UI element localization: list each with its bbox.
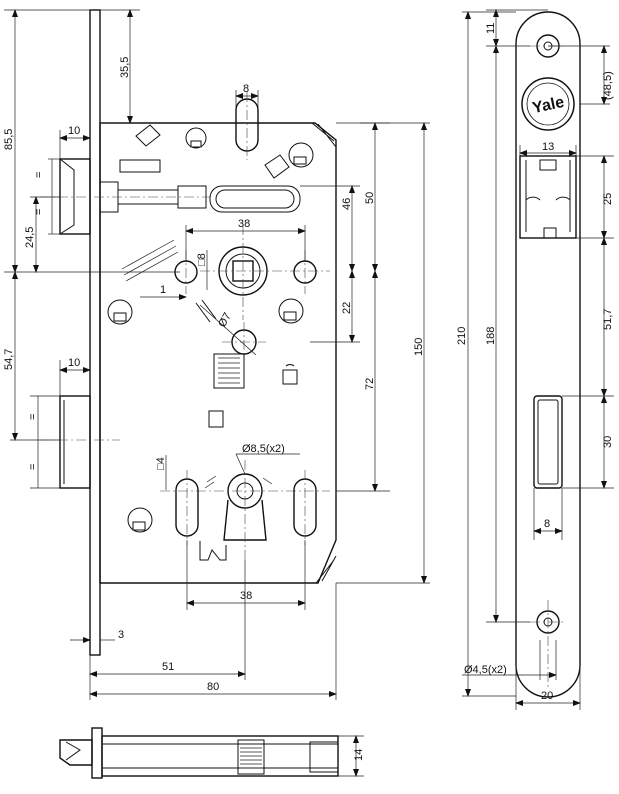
dim-square-4: □4 — [155, 457, 167, 470]
yale-logo-text: Yale — [531, 94, 566, 117]
latch-bolt — [40, 158, 210, 235]
dim-10-mid: 10 — [68, 357, 80, 369]
dim-46: 46 — [341, 198, 353, 210]
lock-body-front-view — [40, 9, 337, 656]
top-fixing-slot — [235, 98, 259, 152]
dim-dia-4-5: Ø4,5(x2) — [464, 664, 507, 676]
dead-bolt — [40, 395, 120, 489]
dim-38-bottom: 38 — [240, 590, 252, 602]
dim-11: 11 — [485, 23, 497, 34]
dim-20: 20 — [541, 690, 553, 702]
dim-72: 72 — [364, 378, 376, 390]
dim-188: 188 — [485, 327, 497, 345]
dim-square-8: □8 — [196, 253, 208, 266]
yale-logo: Yale — [521, 77, 575, 131]
dim-25: 25 — [602, 193, 614, 205]
strike-latch-opening — [519, 155, 577, 239]
rivet-symbols — [107, 127, 314, 533]
parallel-mark: = — [27, 464, 39, 470]
dim-35-5: 35,5 — [119, 57, 131, 78]
dim-8-plate: 8 — [544, 518, 550, 530]
dim-150: 150 — [413, 338, 425, 356]
strike-plate: Yale 11 (48,5) 13 25 51,7 — [456, 9, 614, 710]
parallel-mark: = — [27, 414, 39, 420]
dim-48-5: (48,5) — [602, 71, 614, 100]
strike-bolt-opening — [533, 395, 563, 489]
dim-50: 50 — [364, 192, 376, 204]
cylinder-cutout — [160, 460, 330, 560]
dim-8-top: 8 — [243, 83, 249, 95]
lock-side-view: 14 — [59, 727, 365, 779]
dim-54-7: 54,7 — [3, 349, 15, 370]
dim-30: 30 — [602, 436, 614, 448]
dim-dia-8-5: Ø8,5(x2) — [242, 443, 285, 455]
fixing-slots-lower — [175, 470, 317, 545]
forend-plate — [89, 9, 101, 656]
dim-10-top: 10 — [68, 125, 80, 137]
dim-13: 13 — [542, 141, 554, 153]
dim-51-7: 51,7 — [602, 309, 614, 330]
dim-38-top: 38 — [238, 218, 250, 230]
case-corner-detail — [311, 122, 337, 148]
dim-24-5: 24,5 — [24, 227, 36, 248]
lock-case-outline — [99, 122, 337, 584]
dim-210: 210 — [456, 327, 468, 345]
center-slot — [209, 185, 301, 213]
dim-51: 51 — [162, 661, 174, 673]
dim-22: 22 — [341, 302, 353, 314]
dim-85-5: 85,5 — [3, 129, 15, 150]
dim-dia-7: Ø7 — [216, 311, 234, 330]
dimensions-front: 85,5 35,5 10 24,5 = = 54,7 10 = = — [3, 9, 430, 700]
parallel-mark: = — [33, 172, 45, 178]
follower-spindle — [200, 225, 330, 320]
spring-details — [119, 124, 290, 561]
dim-1: 1 — [160, 284, 166, 296]
dim-14: 14 — [353, 749, 365, 761]
parallel-mark: = — [33, 209, 45, 215]
dim-3: 3 — [118, 629, 124, 641]
case-corner-detail-bottom — [315, 555, 337, 584]
dim-80: 80 — [207, 681, 219, 693]
